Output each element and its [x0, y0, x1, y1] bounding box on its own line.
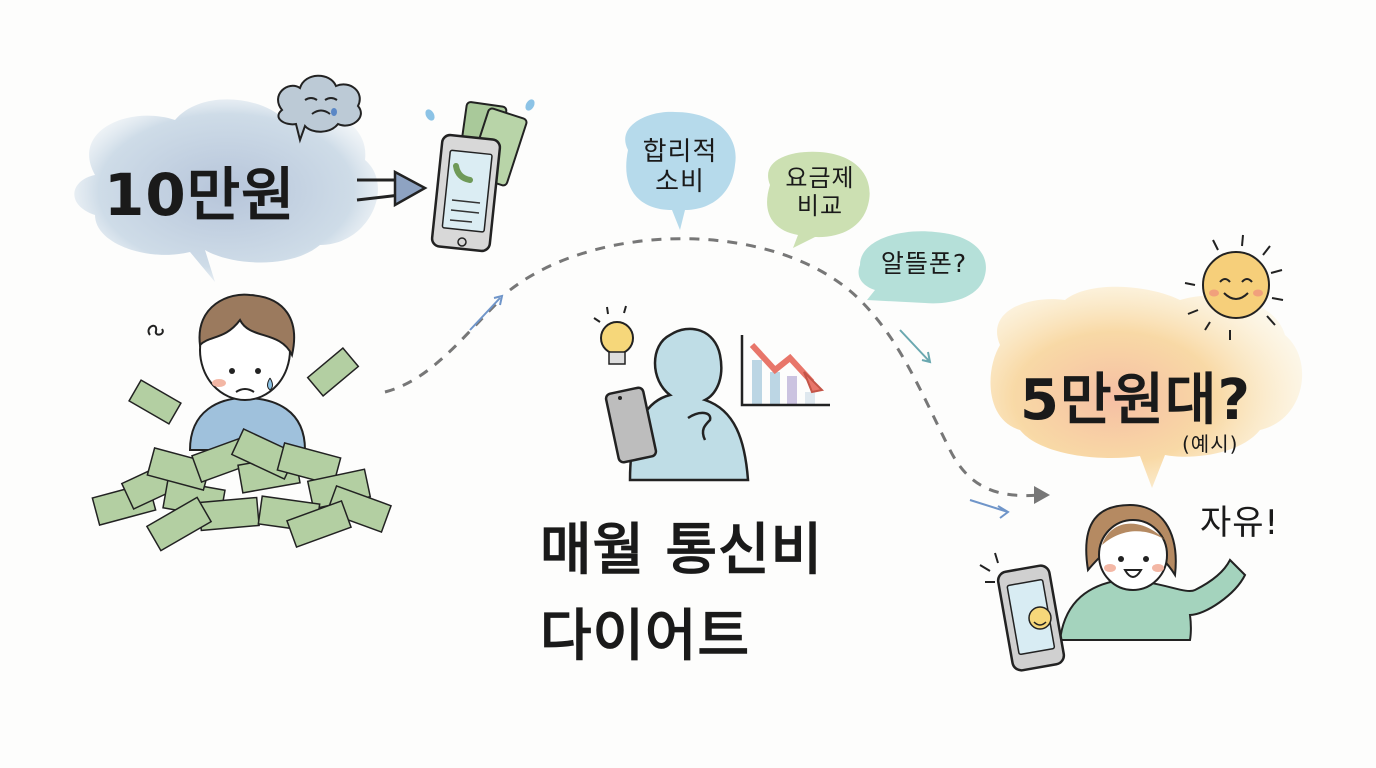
before-cloud: [74, 99, 378, 283]
tip-1-line2: 소비: [655, 166, 705, 197]
phone-with-money-icon: [425, 99, 535, 253]
after-cloud: [990, 286, 1303, 488]
before-amount-label: 10만원: [104, 161, 296, 229]
happy-person-icon: [1058, 503, 1247, 641]
tip-bubbles: [625, 111, 986, 304]
progress-path: [384, 237, 1050, 519]
tip-2: 요금제 비교: [770, 164, 870, 220]
after-amount-label: 5만원대?: [1020, 368, 1252, 433]
money-pile-icon: [91, 293, 393, 552]
smiley-phone-icon: [979, 552, 1066, 672]
tip-2-line2: 비교: [796, 191, 844, 220]
lightbulb-icon: [593, 305, 634, 365]
worried-cloud-icon: [277, 74, 362, 144]
tip-1-line1: 합리적: [642, 137, 718, 167]
declining-chart-icon: [740, 335, 830, 407]
tip-2-line1: 요금제: [785, 164, 855, 192]
after-note: (예시): [1182, 432, 1239, 456]
main-title: 매월 통신비 다이어트: [540, 508, 823, 680]
arrow-icon: [356, 169, 428, 208]
tip-3-line1: 알뜰폰?: [880, 249, 968, 278]
main-title-line1: 매월 통신비: [540, 518, 824, 583]
tip-1: 합리적 소비: [630, 137, 730, 198]
thinking-person-icon: [604, 327, 750, 482]
main-title-line2: 다이어트: [540, 604, 751, 669]
freedom-exclamation: 자유!: [1200, 503, 1280, 543]
sun-icon: [1184, 234, 1284, 340]
tip-3: 알뜰폰?: [865, 249, 983, 279]
